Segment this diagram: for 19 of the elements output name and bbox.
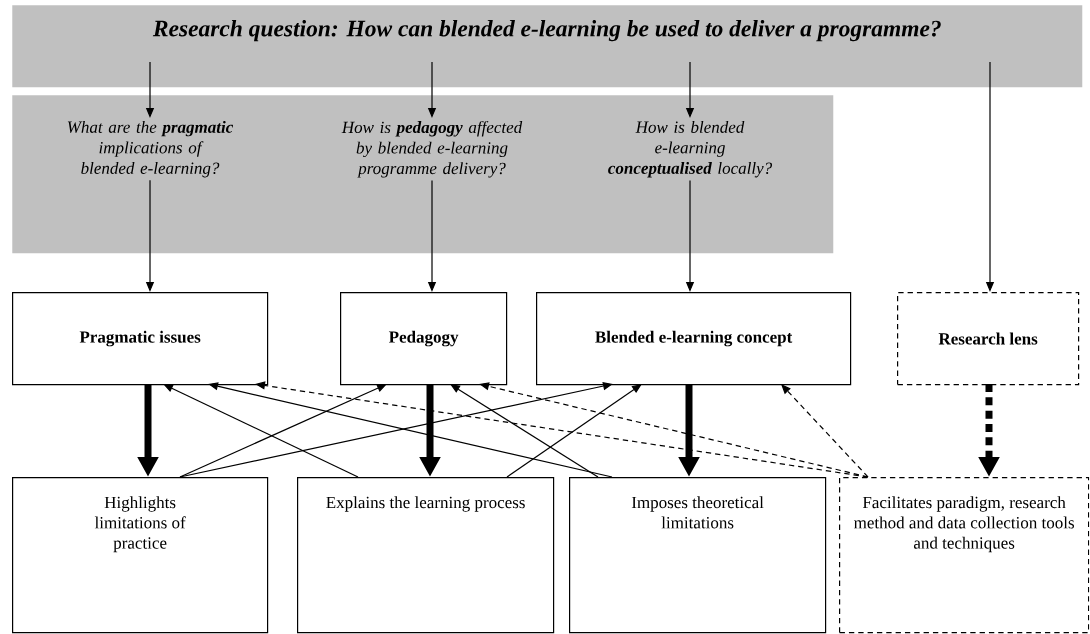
arrow — [450, 384, 599, 478]
concept-box: Pragmatic issues — [12, 292, 269, 386]
question-panel — [12, 95, 834, 254]
arrow — [179, 384, 387, 478]
question-text: How is blended e-learning conceptualised locally? — [608, 120, 773, 178]
outcome-box: Imposes theoretical limitations — [569, 477, 827, 634]
arrow — [163, 384, 359, 478]
concept-box: Research lens — [897, 292, 1080, 386]
outcome-box: Facilitates paradigm, research method and data collection tools and techniques — [839, 477, 1090, 634]
question-text: How is pedagogy affected by blended e-learning programme delivery? — [341, 120, 523, 178]
outcome-box: Explains the learning process — [297, 477, 555, 634]
concept-box: Pedagogy — [340, 292, 508, 386]
outcome-box: Highlights limitations of practice — [12, 477, 269, 634]
question-text: What are the pragmatic implications of blended e-learning? — [67, 120, 233, 178]
arrow — [479, 382, 869, 478]
arrow — [506, 384, 642, 478]
concept-box: Blended e-learning concept — [536, 292, 852, 386]
arrow — [781, 384, 869, 478]
research-question-band: Research question: How can blended e-learning be used to deliver a programme? — [12, 5, 1083, 88]
